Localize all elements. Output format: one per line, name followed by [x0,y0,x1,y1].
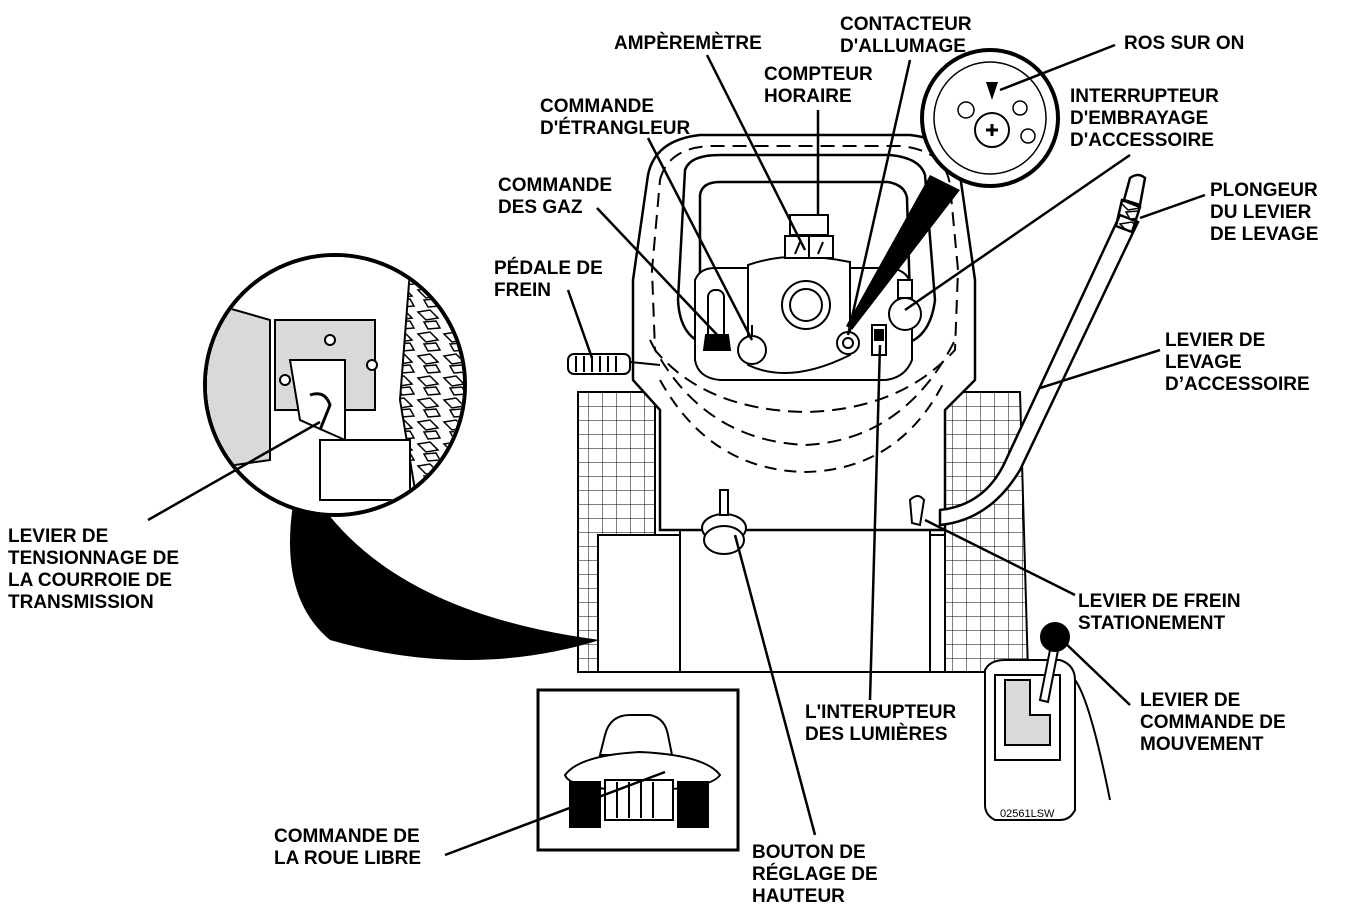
figure-code: 02561LSW [1000,808,1055,820]
label-height-adjust-knob: BOUTON DE RÉGLAGE DE HAUTEUR [752,842,878,907]
ignition-switch [836,331,860,355]
label-lift-plunger: PLONGEUR DU LEVIER DE LEVAGE [1210,180,1319,245]
leader-lines [147,43,1206,857]
label-belt-tension-lever: LEVIER DE TENSIONNAGE DE LA COURROIE DE … [8,526,180,613]
parking-brake-lever [908,495,926,527]
label-ammeter: AMPÈREMÈTRE [614,33,762,54]
label-throttle-control: COMMANDE DES GAZ [498,175,612,218]
label-freewheel-control: COMMANDE DE LA ROUE LIBRE [274,826,422,869]
attachment-lift-lever [938,173,1147,527]
tractor-lower-body [597,519,1028,673]
right-floor-mat [944,391,1030,673]
choke-knob [737,325,767,365]
label-attachment-lift-lever: LEVIER DE LEVAGE D’ACCESSOIRE [1165,330,1310,395]
ammeter-gauge [784,235,834,259]
label-brake-pedal: PÉDALE DE FREIN [494,258,603,301]
turtle-icon [1012,100,1028,116]
label-hour-meter: COMPTEUR HORAIRE [764,64,873,107]
ignition-zoom [846,48,1060,330]
stop-icon [957,101,975,119]
headlight-icon [1020,128,1036,144]
freewheel-inset [536,688,740,852]
label-pto-switch: INTERRUPTEUR D'EMBRAYAGE D'ACCESSOIRE [1070,86,1219,151]
label-ros-on: ROS SUR ON [1124,33,1245,54]
brake-pedal [567,353,661,375]
label-motion-control-lever: LEVIER DE COMMANDE DE MOUVEMENT [1140,690,1286,755]
label-light-switch: L'INTERUPTEUR DES LUMIÈRES [805,702,957,745]
label-choke-control: COMMANDE D'ÉTRANGLEUR [540,96,691,139]
label-parking-brake-lever: LEVIER DE FREIN STATIONEMENT [1078,591,1241,634]
motion-control-lever [984,622,1111,821]
label-ignition-switch: CONTACTEUR D'ALLUMAGE [840,14,972,57]
rabbit-icon [986,82,998,100]
